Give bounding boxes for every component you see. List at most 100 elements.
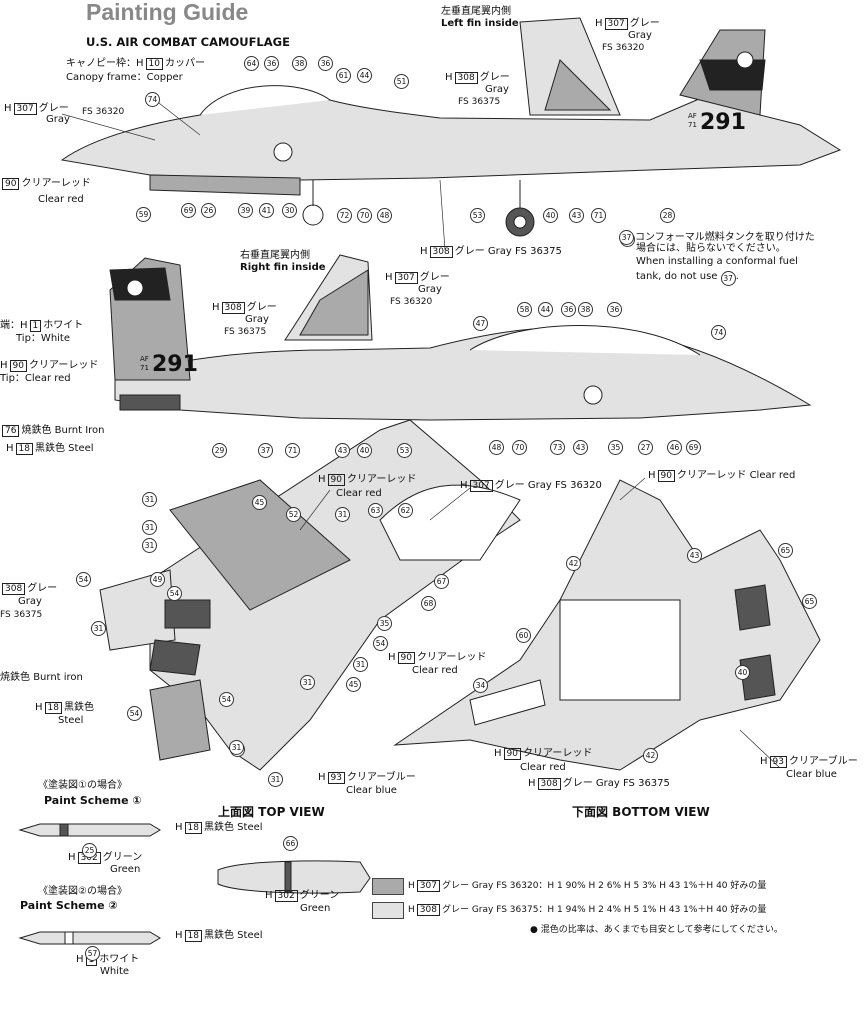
- page-subtitle: U.S. AIR COMBAT CAMOUFLAGE: [86, 35, 290, 49]
- callout-69: 69: [686, 440, 701, 455]
- callout-54: 54: [167, 586, 182, 601]
- clear-red-side-en: Clear red: [38, 194, 84, 205]
- callout-71: 71: [591, 208, 606, 223]
- canopy-label-en: Canopy frame：Copper: [66, 72, 183, 83]
- callout-43: 43: [335, 443, 350, 458]
- callout-43: 43: [687, 548, 702, 563]
- callout-70: 70: [357, 208, 372, 223]
- callout-31: 31: [142, 520, 157, 535]
- callout-31: 31: [300, 675, 315, 690]
- callout-25: 25: [82, 843, 97, 858]
- callout-37: 37: [619, 230, 634, 245]
- callout-35: 35: [377, 616, 392, 631]
- gray308-top-view-fs: FS 36375: [0, 610, 43, 620]
- callout-27: 27: [638, 440, 653, 455]
- leader-lines: [61, 99, 781, 769]
- gray308-rfin-en: Gray: [245, 314, 269, 325]
- callout-67: 67: [434, 574, 449, 589]
- callout-54: 54: [127, 706, 142, 721]
- conformal-note-en2: tank, do not use 37.: [636, 269, 739, 286]
- mix-note: ● 混色の比率は、あくまでも目安として参考にしてください。: [530, 925, 783, 935]
- callout-29: 29: [212, 443, 227, 458]
- tip-white-en: Tip：White: [16, 333, 71, 344]
- callout-70: 70: [512, 440, 527, 455]
- gray307-side-fs: FS 36320: [82, 107, 125, 117]
- callout-40: 40: [543, 208, 558, 223]
- right-fin-en: Right fin inside: [240, 262, 326, 273]
- callout-37: 37: [258, 443, 273, 458]
- green-tank-en: Green: [300, 903, 331, 914]
- callout-31: 31: [353, 657, 368, 672]
- callout-53: 53: [397, 443, 412, 458]
- callout-54: 54: [76, 572, 91, 587]
- gray307-top-en: Gray: [628, 30, 652, 41]
- right-fin-jp: 右垂直尾翼内側: [240, 250, 310, 261]
- white-missile-en: White: [100, 966, 130, 977]
- tail-number: 291: [700, 110, 746, 135]
- scheme2-en: Paint Scheme ②: [20, 899, 118, 912]
- tip-clear-en: Tip：Clear red: [0, 373, 71, 384]
- callout-49: 49: [150, 572, 165, 587]
- page-title: Painting Guide: [86, 0, 249, 25]
- callout-51: 51: [394, 74, 409, 89]
- callout-74: 74: [711, 325, 726, 340]
- clear-red-top2-en: Clear red: [412, 665, 458, 676]
- callout-71: 71: [285, 443, 300, 458]
- tail-71: 71: [688, 121, 697, 129]
- callout-36: 36: [561, 302, 576, 317]
- callout-31: 31: [91, 621, 106, 636]
- callout-46: 46: [667, 440, 682, 455]
- scheme2-jp: 《塗装図②の場合》: [38, 886, 127, 897]
- callout-54: 54: [219, 692, 234, 707]
- callout-36: 36: [607, 302, 622, 317]
- gray308-top-view-en: Gray: [18, 596, 42, 607]
- gray307-rfin-en: Gray: [418, 284, 442, 295]
- callout-64: 64: [244, 56, 259, 71]
- tail-af: AF: [688, 112, 697, 120]
- callout-40: 40: [357, 443, 372, 458]
- clear-blue-top-en: Clear blue: [346, 785, 397, 796]
- callout-40: 40: [735, 665, 750, 680]
- conformal-note-en1: When installing a conformal fuel: [636, 256, 798, 267]
- callout-66: 66: [283, 836, 298, 851]
- callout-73: 73: [550, 440, 565, 455]
- gray308-fin-fs: FS 36375: [458, 97, 501, 107]
- tail-number-2: 291: [152, 352, 198, 377]
- side-view-lower: [109, 254, 812, 421]
- callout-58: 58: [517, 302, 532, 317]
- swatch-gray308: [372, 902, 404, 919]
- burnt-iron-top-label: 焼鉄色 Burnt iron: [0, 672, 83, 683]
- callout-59: 59: [136, 207, 151, 222]
- callout-31: 31: [335, 507, 350, 522]
- callout-54: 54: [373, 636, 388, 651]
- callout-60: 60: [516, 628, 531, 643]
- green-missile-en: Green: [110, 864, 141, 875]
- callout-38: 38: [292, 56, 307, 71]
- tail-af-2: AF: [140, 355, 149, 363]
- callout-74: 74: [145, 92, 160, 107]
- callout-44: 44: [538, 302, 553, 317]
- callout-43: 43: [569, 208, 584, 223]
- bottom-view: [393, 479, 821, 771]
- gray307-rfin-fs: FS 36320: [390, 297, 433, 307]
- callout-53: 53: [470, 208, 485, 223]
